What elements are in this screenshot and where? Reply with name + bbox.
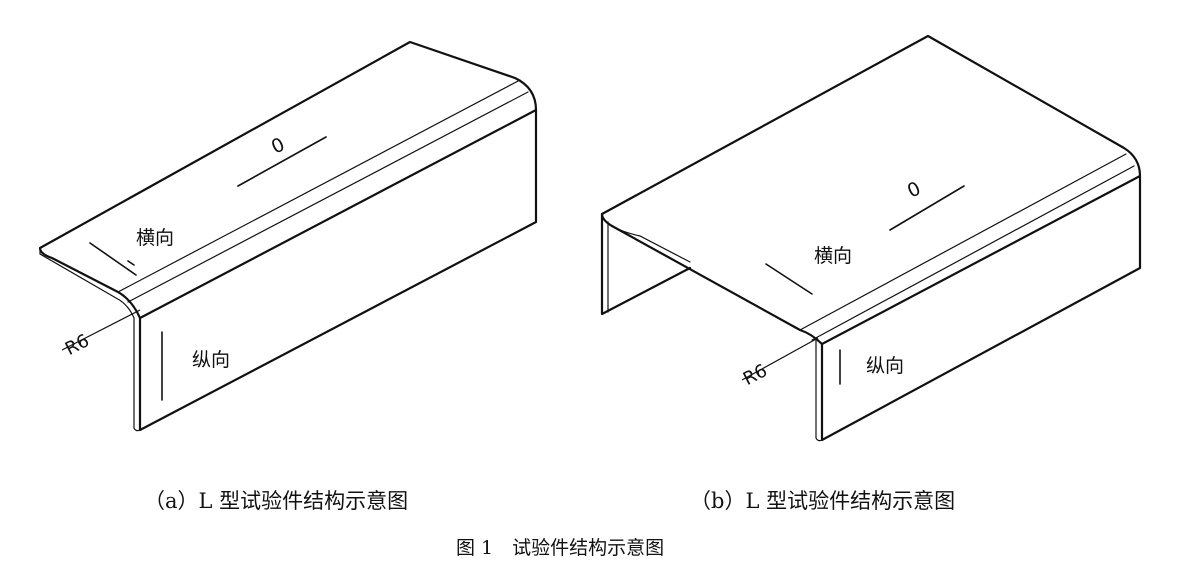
panel-b-radius-leader: [741, 337, 819, 381]
panel-b-near-bend-line: [799, 153, 1127, 331]
panel-a-transverse-marker: [89, 242, 137, 276]
panel-a-l-specimen: 0 横向 纵向 R6: [38, 40, 538, 432]
panel-b-caption: （b）L 型试验件结构示意图: [690, 489, 955, 513]
panel-b-longitudinal-label: 纵向: [866, 355, 904, 377]
panel-a-zero-direction-line: [237, 136, 327, 187]
panel-b-top-surface-outline: [600, 34, 1142, 346]
panel-b-transverse-label: 横向: [814, 245, 852, 267]
panel-a-radius-leader: [61, 309, 141, 351]
figure-caption: 图 1 试验件结构示意图: [456, 537, 664, 559]
panel-a-angle-label: 0: [268, 133, 288, 158]
panel-a-longitudinal-label: 纵向: [192, 349, 230, 371]
panel-a-bend-line: [117, 79, 521, 293]
panel-b-front-wall-outline: [820, 174, 1142, 442]
panel-a-transverse-label: 横向: [136, 227, 174, 249]
panel-a-vertical-web-outline: [138, 108, 538, 432]
panel-b-radius-label: R6: [740, 360, 771, 390]
panel-a-radius-label: R6: [62, 330, 93, 360]
panel-b-back-wall-outline: [600, 212, 692, 316]
panel-b-u-specimen: 0 横向 纵向 R6: [600, 34, 1142, 442]
panel-a-top-flange-outline: [38, 40, 538, 320]
panel-a-caption: （a）L 型试验件结构示意图: [144, 489, 408, 513]
panel-b-transverse-marker: [765, 263, 813, 295]
panel-b-zero-direction-line: [889, 185, 965, 231]
panel-b-angle-label: 0: [904, 177, 924, 202]
panel-a-flange-thickness: [39, 247, 135, 319]
